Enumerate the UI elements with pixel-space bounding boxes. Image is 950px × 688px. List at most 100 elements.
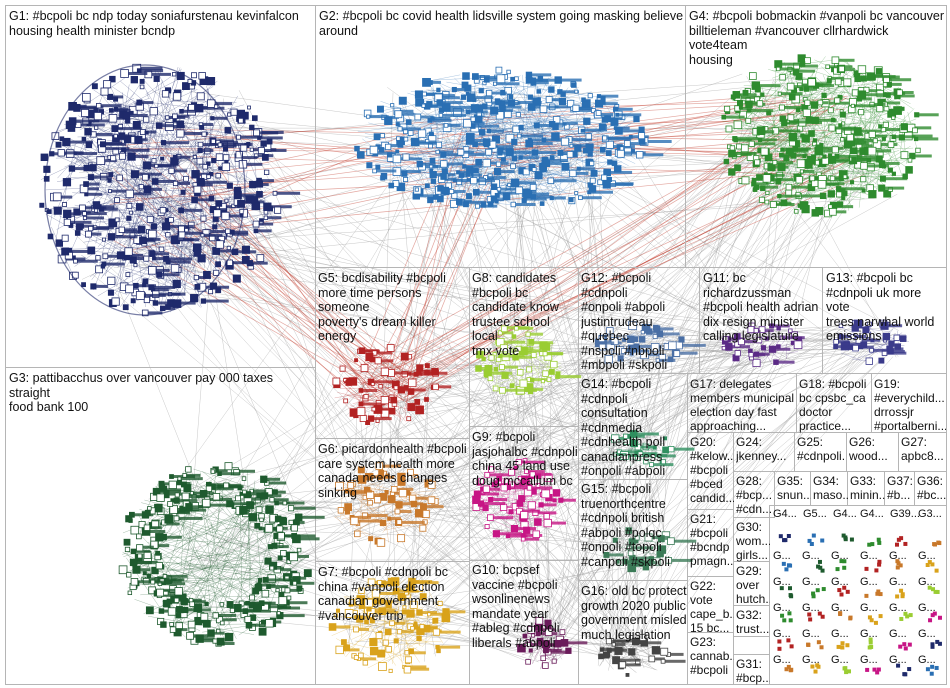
node <box>118 565 128 575</box>
node <box>122 111 131 120</box>
node <box>841 196 846 201</box>
edge <box>165 171 425 603</box>
node-label-mark <box>622 151 646 155</box>
node <box>125 189 134 199</box>
node <box>362 660 369 666</box>
node-label-mark <box>610 117 623 121</box>
node <box>386 344 395 352</box>
edge <box>807 56 826 81</box>
edge <box>510 78 556 149</box>
node <box>148 229 157 239</box>
node-label-mark <box>272 490 286 494</box>
node <box>530 77 536 83</box>
edge <box>616 558 646 647</box>
node <box>789 644 794 649</box>
edge <box>233 522 260 533</box>
node <box>891 115 896 120</box>
node <box>122 304 129 311</box>
node <box>358 388 364 393</box>
node <box>935 589 940 594</box>
node <box>868 637 873 642</box>
node <box>830 117 836 123</box>
edge <box>549 442 635 641</box>
node <box>872 138 878 144</box>
node <box>108 189 112 194</box>
node <box>515 112 521 118</box>
node-label-mark <box>113 108 131 112</box>
node-label-mark <box>70 212 82 216</box>
edge <box>476 138 611 164</box>
node-label-mark <box>215 102 233 106</box>
node-label-mark <box>149 526 162 530</box>
node <box>375 164 381 170</box>
node <box>136 99 143 106</box>
edge <box>528 554 632 658</box>
edge <box>419 141 827 503</box>
node-label-mark <box>169 492 194 496</box>
node <box>748 140 755 147</box>
edge <box>541 156 728 343</box>
node <box>769 201 777 208</box>
edge-highlight <box>393 111 492 396</box>
node <box>652 334 658 339</box>
node-label-mark <box>259 131 279 135</box>
node <box>160 156 165 161</box>
node <box>96 156 106 165</box>
node-label-mark <box>175 481 191 485</box>
node <box>752 358 761 367</box>
node <box>567 99 575 108</box>
edge <box>75 168 622 353</box>
node <box>62 202 67 207</box>
node <box>838 323 844 329</box>
edge <box>194 251 858 341</box>
node <box>928 618 933 623</box>
node-label-mark <box>487 176 506 180</box>
node <box>46 209 52 214</box>
node <box>649 462 654 468</box>
node-label-mark <box>211 483 231 487</box>
node <box>521 533 526 538</box>
node-label-mark <box>377 151 396 155</box>
edge-highlight <box>409 173 496 389</box>
node-label-mark <box>479 190 502 194</box>
node-label-mark <box>183 208 203 212</box>
edge <box>767 331 778 341</box>
node <box>576 166 581 171</box>
node <box>81 282 86 288</box>
node <box>99 141 106 148</box>
node <box>728 149 736 158</box>
node <box>43 176 50 182</box>
node-label-mark <box>376 351 392 355</box>
node <box>136 205 141 210</box>
node <box>578 195 583 201</box>
edge <box>253 247 511 386</box>
node <box>788 618 793 623</box>
node <box>736 143 742 150</box>
node-label-mark <box>576 171 589 175</box>
node-label-mark <box>58 195 73 199</box>
node <box>146 573 152 578</box>
node-label-mark <box>468 152 485 156</box>
node <box>821 587 826 592</box>
node <box>216 628 221 634</box>
node <box>529 183 537 191</box>
edge <box>619 533 636 550</box>
node-label-mark <box>803 169 815 173</box>
node <box>343 398 349 404</box>
node <box>912 127 918 134</box>
node-label-mark <box>915 154 932 158</box>
node-label-mark <box>394 621 406 625</box>
node <box>385 602 392 609</box>
node <box>388 182 395 189</box>
node-label-mark <box>521 134 544 138</box>
node <box>596 94 602 99</box>
node <box>403 177 409 183</box>
node-label-mark <box>499 532 522 536</box>
node <box>868 190 877 199</box>
node <box>539 201 545 206</box>
node <box>457 148 465 156</box>
node <box>360 364 369 372</box>
node-label-mark <box>496 82 520 86</box>
node <box>407 388 415 395</box>
node <box>754 159 761 166</box>
